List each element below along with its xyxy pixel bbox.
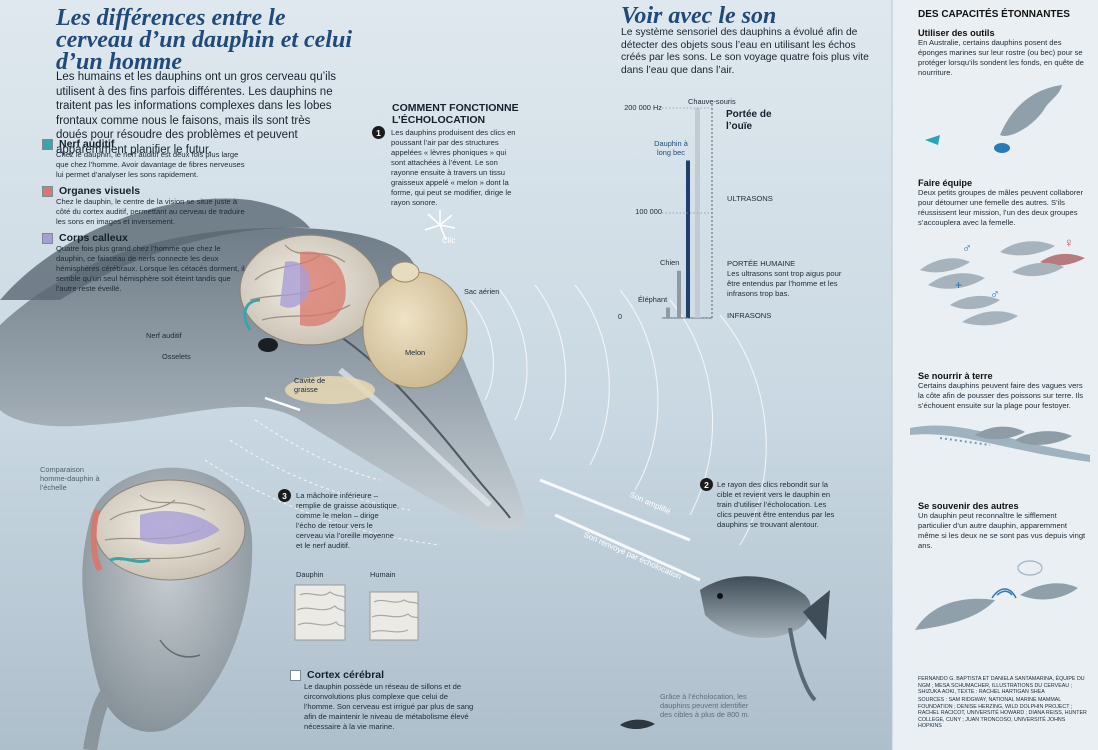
cortex-color-swatch bbox=[290, 669, 301, 681]
amplified-sound-arrow bbox=[539, 478, 691, 542]
sound-section-title: Voir avec le son bbox=[621, 3, 777, 29]
returned-sound-arrow bbox=[554, 513, 701, 582]
cortex-title: Cortex cérébral bbox=[307, 669, 385, 681]
human-range-title: PORTÉE HUMAINE bbox=[727, 259, 796, 268]
melon-label: Melon bbox=[405, 348, 426, 357]
bar-label-dolphin: Dauphin à long bec bbox=[654, 139, 688, 157]
bar-label-dog: Chien bbox=[660, 258, 680, 267]
sound-waves bbox=[204, 284, 767, 546]
nerve-color-swatch bbox=[42, 138, 53, 150]
melon-illustration bbox=[362, 271, 468, 389]
legend-text: Chez le dauphin, le centre de la vision … bbox=[56, 197, 245, 226]
step-2-text: Le rayon des clics rebondit sur la cible… bbox=[717, 480, 835, 529]
y-tick-label: 200 000 Hz bbox=[624, 103, 662, 112]
dolphin-cortex-sample bbox=[294, 584, 346, 641]
legend-text: Quatre fois plus grand chez l’homme que … bbox=[56, 244, 245, 293]
visual-color-swatch bbox=[42, 185, 53, 197]
auditory-nerve-label: Nerf auditif bbox=[146, 331, 182, 340]
bar-label-elephant: Éléphant bbox=[638, 295, 668, 304]
tool-use-dolphin-illustration bbox=[925, 85, 1062, 153]
human-range-block: PORTÉE HUMAINE Les ultrasons sont trop a… bbox=[727, 259, 847, 299]
infrasound-band-label: INFRASONS bbox=[727, 311, 772, 320]
sidebar-title: DES CAPACITÉS ÉTONNANTES bbox=[918, 9, 1070, 20]
plus-symbol-icon: + bbox=[955, 278, 963, 292]
human-range-text: Les ultrasons sont trop aigus pour être … bbox=[727, 269, 842, 298]
cortex-text: Le dauphin possède un réseau de sillons … bbox=[304, 682, 474, 731]
dolphin-brain-illustration bbox=[239, 234, 381, 346]
air-sac-illustration bbox=[390, 261, 420, 283]
sidebar-item-title: Utiliser des outils bbox=[918, 28, 995, 38]
click-label: Clic bbox=[442, 236, 456, 245]
fish-illustration bbox=[700, 576, 830, 702]
human-cortex-sample bbox=[369, 591, 419, 641]
step-2-badge: 2 bbox=[700, 478, 713, 491]
cortex-heading: Cortex cérébral bbox=[290, 669, 384, 681]
male-symbol-icon: ♂ bbox=[962, 240, 972, 255]
y-tick-label: 0 bbox=[617, 312, 622, 321]
sidebar-item-text: En Australie, certains dauphins posent d… bbox=[918, 38, 1084, 77]
legend-title: Corps calleux bbox=[59, 232, 128, 244]
memory-dolphins-illustration bbox=[915, 560, 1078, 630]
legend-corps-calleux: Corps calleux Quatre fois plus grand che… bbox=[42, 232, 247, 294]
sources-text: SOURCES : SAM RIDGWAY, NATIONAL MARINE M… bbox=[918, 697, 1087, 730]
team-dolphins-illustration bbox=[920, 241, 1085, 326]
legend-text: Chez le dauphin, le nerf auditif est deu… bbox=[56, 150, 245, 179]
sidebar-item-tools: Utiliser des outils En Australie, certai… bbox=[918, 28, 1090, 78]
sidebar-item-text: Certains dauphins peuvent faire des vagu… bbox=[918, 381, 1084, 410]
distant-dolphin-icon bbox=[620, 719, 655, 730]
fat-cavity-label: Cavité de graisse bbox=[294, 376, 326, 394]
sound-section-lead: Le système sensoriel des dauphins a évol… bbox=[621, 27, 869, 76]
sidebar-item-text: Deux petits groupes de mâles peuvent col… bbox=[918, 188, 1084, 227]
ultrasound-band-label: ULTRASONS bbox=[727, 194, 773, 203]
human-head-illustration bbox=[82, 467, 253, 750]
target-range-label: Grâce à l’écholocation, les dauphins peu… bbox=[660, 692, 750, 719]
chart-title: Portée de l’ouïe bbox=[726, 109, 772, 132]
credits-text: FERNANDO G. BAPTISTA ET DANIELA SANTAMAR… bbox=[918, 676, 1085, 696]
sidebar-item-title: Se souvenir des autres bbox=[918, 501, 1019, 511]
male-symbol-icon: ♂ bbox=[990, 286, 1000, 301]
echo-return-arrow bbox=[264, 396, 301, 412]
fat-cavity-illustration bbox=[285, 376, 375, 404]
sidebar-item-title: Se nourrir à terre bbox=[918, 371, 993, 381]
step-3-badge: 3 bbox=[278, 489, 291, 502]
land-feeding-illustration bbox=[910, 425, 1090, 462]
scale-comparison-label: Comparaison homme-dauphin à l’échelle bbox=[40, 465, 100, 492]
y-tick-label: 100 000 bbox=[635, 207, 662, 216]
legend-title: Nerf auditif bbox=[59, 138, 115, 150]
click-burst-icon bbox=[424, 210, 456, 241]
step-1-text: Les dauphins produisent des clics en pou… bbox=[391, 128, 516, 207]
bar-label-bat: Chauve-souris bbox=[688, 97, 736, 106]
legend-nerf-auditif: Nerf auditif Chez le dauphin, le nerf au… bbox=[42, 138, 247, 180]
sidebar-item-title: Faire équipe bbox=[918, 178, 973, 188]
page-lead: Les humains et les dauphins ont un gros … bbox=[56, 71, 337, 156]
air-sac-label: Sac aérien bbox=[464, 287, 500, 296]
hearing-chart-bars bbox=[662, 107, 712, 319]
legend-organes-visuels: Organes visuels Chez le dauphin, le cent… bbox=[42, 185, 247, 227]
sidebar-item-text: Un dauphin peut reconnaître le sifflemen… bbox=[918, 511, 1086, 550]
human-cortex-label: Humain bbox=[370, 570, 396, 579]
echolocation-title: COMMENT FONCTIONNE L’ÉCHOLOCATION bbox=[392, 102, 519, 126]
dolphin-cortex-label: Dauphin bbox=[296, 570, 324, 579]
sidebar-item-memory: Se souvenir des autres Un dauphin peut r… bbox=[918, 501, 1090, 551]
sidebar-item-team: Faire équipe Deux petits groupes de mâle… bbox=[918, 178, 1090, 228]
step-3-text: La mâchoire inférieure – remplie de grai… bbox=[296, 491, 399, 550]
callosum-color-swatch bbox=[42, 232, 53, 244]
hearing-bar-2 bbox=[686, 160, 690, 318]
step-1-badge: 1 bbox=[372, 126, 385, 139]
legend-title: Organes visuels bbox=[59, 185, 141, 197]
hearing-bar-1 bbox=[677, 270, 681, 318]
page-title: Les différences entre le cerveau d’un da… bbox=[56, 5, 353, 75]
ossicles-label: Osselets bbox=[162, 352, 191, 361]
hearing-bar-0 bbox=[666, 307, 670, 318]
female-symbol-icon: ♀ bbox=[1064, 235, 1074, 250]
sidebar-item-land: Se nourrir à terre Certains dauphins peu… bbox=[918, 371, 1090, 411]
